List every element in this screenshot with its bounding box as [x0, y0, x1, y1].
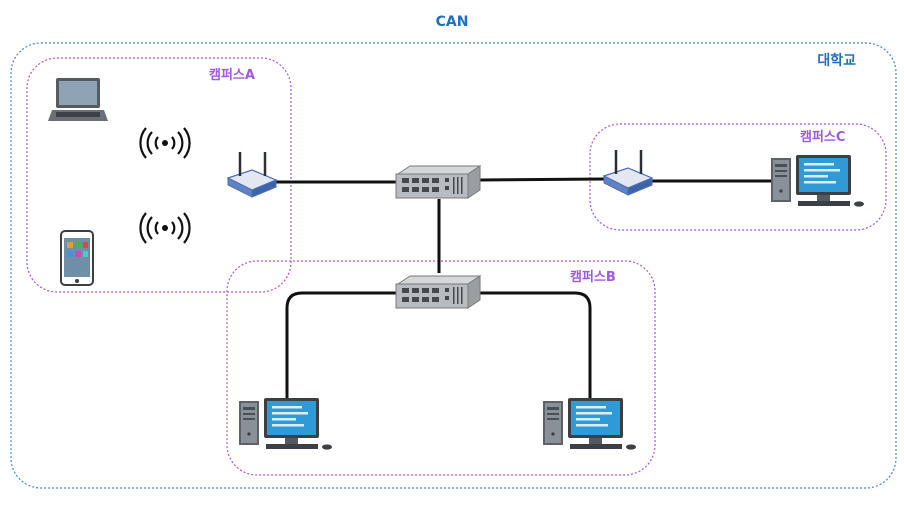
- university-label: 대학교: [817, 53, 856, 69]
- can-title: CAN: [435, 14, 469, 30]
- campus-c-label: 캠퍼스C: [800, 130, 846, 145]
- desktop-pc-b1-icon: [239, 398, 332, 450]
- wifi-signal-icon: [139, 211, 191, 245]
- campus-b-label: 캠퍼스B: [570, 270, 616, 285]
- campus-c-boundary: [589, 123, 887, 231]
- desktop-pc-c-icon: [771, 155, 864, 207]
- link-switch-b-pc-right: [480, 291, 592, 398]
- router-c-icon: [602, 148, 654, 197]
- laptop-icon: [48, 78, 108, 121]
- link-switch-b-pc-left: [285, 291, 398, 398]
- router-a-icon: [226, 150, 278, 199]
- smartphone-icon: [60, 230, 94, 286]
- desktop-pc-b2-icon: [543, 398, 636, 450]
- campus-a-boundary: [26, 57, 292, 293]
- links: [276, 177, 772, 398]
- campus-b-switch-icon: [395, 275, 481, 309]
- campus-b-boundary: [226, 260, 656, 476]
- can-boundary: [10, 42, 897, 489]
- core-switch-icon: [395, 165, 481, 199]
- campus-a-label: 캠퍼스A: [209, 68, 255, 83]
- wifi-signal-icon: [139, 126, 191, 160]
- link-core-router-c: [479, 177, 605, 182]
